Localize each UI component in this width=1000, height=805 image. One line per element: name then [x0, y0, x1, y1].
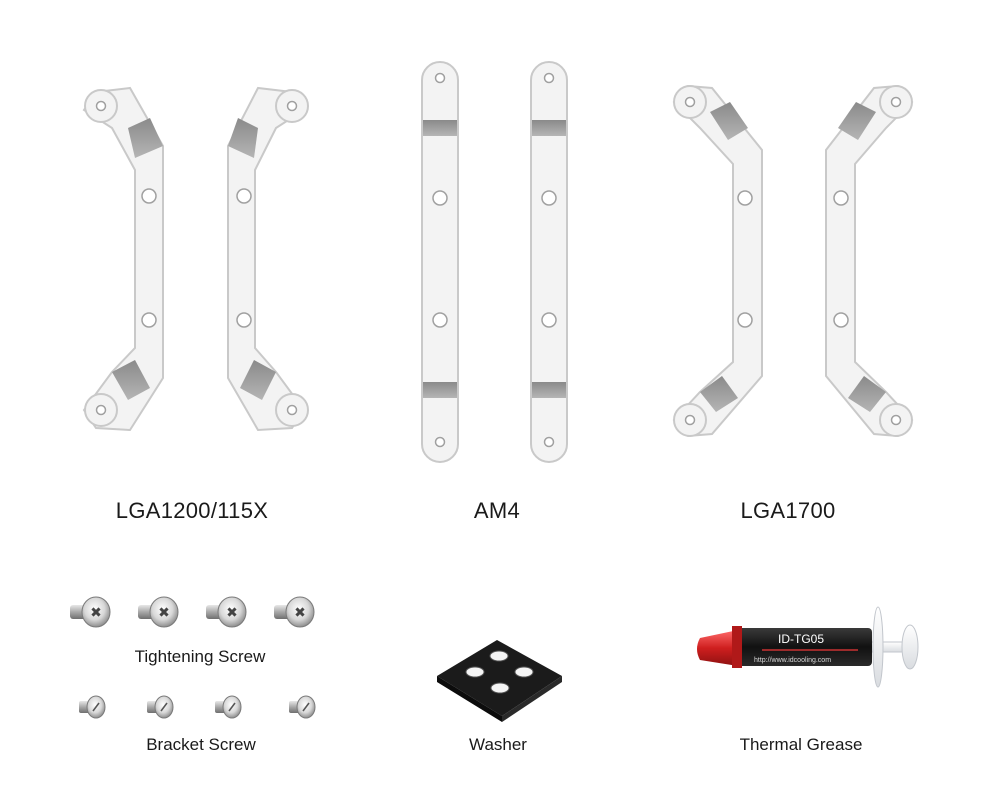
- bracket-screws: [79, 695, 316, 719]
- label-lga1200: LGA1200/115X: [115, 498, 269, 523]
- label-am4: AM4: [473, 498, 521, 523]
- bracket-screw-icon: [147, 695, 174, 719]
- label-bracket-screw: Bracket Screw: [146, 735, 256, 754]
- syringe-icon: ID-TG05 http://www.idcooling.com: [697, 606, 919, 688]
- syringe-product-text: ID-TG05: [778, 632, 824, 646]
- washer-icon: [437, 640, 562, 722]
- tightening-screw-icon: [138, 596, 179, 628]
- bracket-screw-icon: [79, 695, 106, 719]
- label-washer: Washer: [469, 735, 527, 754]
- label-lga1700: LGA1700: [740, 498, 836, 523]
- label-thermal-grease: Thermal Grease: [739, 735, 863, 754]
- tightening-screw-icon: [70, 596, 111, 628]
- bracket-lga1200-right: [227, 86, 309, 432]
- tightening-screw-icon: [206, 596, 247, 628]
- tightening-screw-icon: [274, 596, 315, 628]
- bracket-am4-right: [530, 61, 568, 463]
- bracket-lga1200-left: [82, 86, 164, 432]
- label-tightening-screw: Tightening Screw: [134, 647, 266, 666]
- bracket-screw-icon: [289, 695, 316, 719]
- tightening-screws: [70, 596, 315, 628]
- bracket-lga1700-left: [672, 84, 763, 438]
- syringe-url-text: http://www.idcooling.com: [754, 657, 831, 664]
- bracket-lga1700-right: [825, 84, 914, 438]
- bracket-am4-left: [421, 61, 459, 463]
- bracket-screw-icon: [215, 695, 242, 719]
